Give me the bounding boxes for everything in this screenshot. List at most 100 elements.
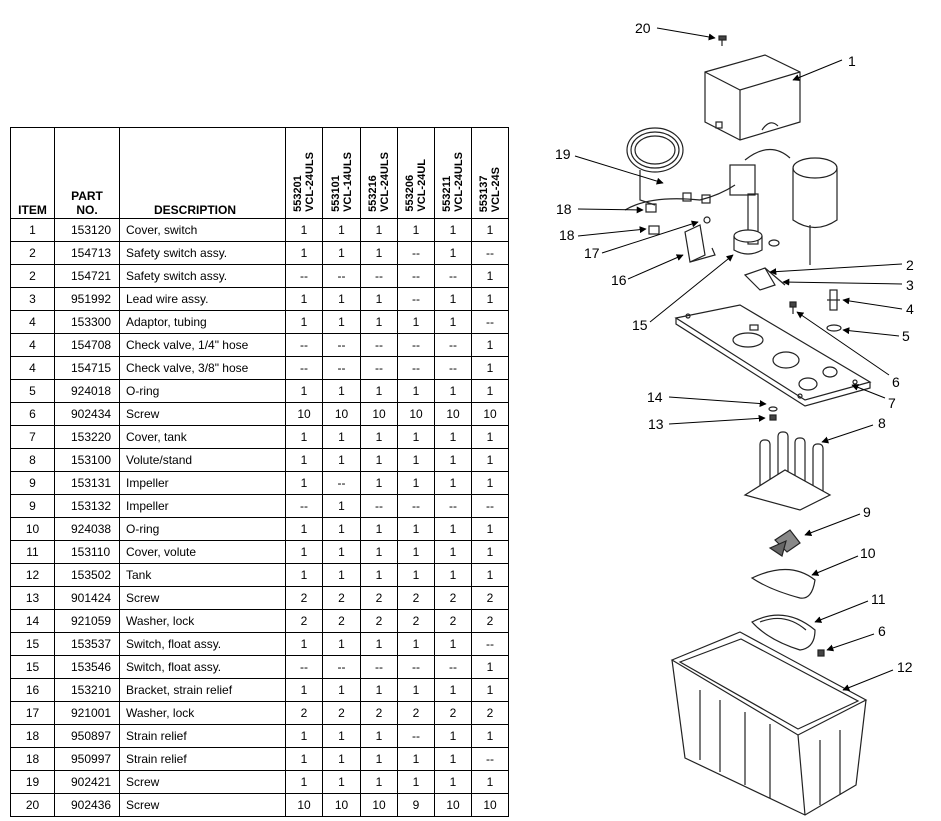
item-cell: 4 xyxy=(10,333,55,357)
quantity-cell: 1 xyxy=(360,540,398,564)
part-number-cell: 902436 xyxy=(54,793,120,817)
quantity-cell: 1 xyxy=(397,540,435,564)
quantity-cell: -- xyxy=(322,471,361,495)
part-number-cell: 153110 xyxy=(54,540,120,564)
part-number-cell: 153120 xyxy=(54,218,120,242)
quantity-cell: 1 xyxy=(434,563,472,587)
quantity-cell: 1 xyxy=(360,471,398,495)
callout-4: 4 xyxy=(906,301,914,317)
item-cell: 13 xyxy=(10,586,55,610)
quantity-cell: 9 xyxy=(397,793,435,817)
quantity-cell: 1 xyxy=(360,379,398,403)
callout-18a: 18 xyxy=(556,201,572,217)
quantity-cell: 10 xyxy=(397,402,435,426)
quantity-cell: 1 xyxy=(434,425,472,449)
description-cell: Cover, volute xyxy=(119,540,286,564)
quantity-cell: 1 xyxy=(360,747,398,771)
quantity-cell: 2 xyxy=(397,586,435,610)
item-cell: 3 xyxy=(10,287,55,311)
description-cell: Bracket, strain relief xyxy=(119,678,286,702)
item-cell: 12 xyxy=(10,563,55,587)
description-cell: Impeller xyxy=(119,494,286,518)
quantity-cell: -- xyxy=(397,287,435,311)
callout-18b: 18 xyxy=(559,227,575,243)
quantity-cell: 1 xyxy=(285,678,323,702)
quantity-cell: 1 xyxy=(322,517,361,541)
quantity-cell: 1 xyxy=(285,448,323,472)
item-cell: 5 xyxy=(10,379,55,403)
description-cell: Screw xyxy=(119,402,286,426)
quantity-cell: 1 xyxy=(434,448,472,472)
item-cell: 9 xyxy=(10,494,55,518)
quantity-cell: 1 xyxy=(322,241,361,265)
quantity-cell: 10 xyxy=(471,793,509,817)
quantity-cell: 1 xyxy=(322,747,361,771)
description-cell: Check valve, 1/4" hose xyxy=(119,333,286,357)
quantity-cell: 1 xyxy=(434,241,472,265)
quantity-cell: 1 xyxy=(360,425,398,449)
quantity-cell: -- xyxy=(322,356,361,380)
quantity-cell: 1 xyxy=(397,379,435,403)
quantity-cell: 1 xyxy=(471,517,509,541)
quantity-cell: 2 xyxy=(397,609,435,633)
quantity-cell: 2 xyxy=(285,586,323,610)
description-cell: Adaptor, tubing xyxy=(119,310,286,334)
quantity-cell: -- xyxy=(434,356,472,380)
quantity-cell: 1 xyxy=(360,724,398,748)
header-item: ITEM xyxy=(10,127,55,219)
quantity-cell: 1 xyxy=(285,218,323,242)
quantity-cell: 1 xyxy=(397,678,435,702)
description-cell: Cover, switch xyxy=(119,218,286,242)
quantity-cell: 2 xyxy=(471,609,509,633)
quantity-cell: 1 xyxy=(322,379,361,403)
quantity-cell: 1 xyxy=(285,425,323,449)
quantity-cell: 1 xyxy=(434,218,472,242)
quantity-cell: 1 xyxy=(434,287,472,311)
callout-19: 19 xyxy=(555,146,571,162)
item-cell: 1 xyxy=(10,218,55,242)
quantity-cell: -- xyxy=(471,241,509,265)
quantity-cell: 1 xyxy=(471,471,509,495)
callout-6: 6 xyxy=(892,374,900,390)
description-cell: Safety switch assy. xyxy=(119,264,286,288)
part-number-cell: 924018 xyxy=(54,379,120,403)
part-16-bracket xyxy=(684,224,716,263)
part-20-screw xyxy=(718,35,727,46)
part-number-cell: 901424 xyxy=(54,586,120,610)
quantity-cell: 2 xyxy=(360,701,398,725)
callout-2: 2 xyxy=(906,257,914,273)
quantity-cell: 1 xyxy=(434,310,472,334)
quantity-cell: 1 xyxy=(471,425,509,449)
part-number-cell: 902434 xyxy=(54,402,120,426)
callout-10: 10 xyxy=(860,545,876,561)
quantity-cell: 2 xyxy=(322,609,361,633)
item-cell: 20 xyxy=(10,793,55,817)
quantity-cell: 1 xyxy=(360,678,398,702)
quantity-cell: 1 xyxy=(471,655,509,679)
callout-11: 11 xyxy=(871,591,886,607)
callout-6b: 6 xyxy=(878,623,886,639)
quantity-cell: -- xyxy=(434,655,472,679)
quantity-cell: 1 xyxy=(471,540,509,564)
description-cell: Switch, float assy. xyxy=(119,632,286,656)
description-cell: Screw xyxy=(119,793,286,817)
quantity-cell: 1 xyxy=(285,747,323,771)
quantity-cell: -- xyxy=(360,494,398,518)
item-cell: 6 xyxy=(10,402,55,426)
part-9-impeller xyxy=(768,529,801,557)
quantity-cell: 2 xyxy=(360,586,398,610)
quantity-cell: 1 xyxy=(471,333,509,357)
quantity-cell: 1 xyxy=(360,563,398,587)
quantity-cell: 2 xyxy=(471,701,509,725)
quantity-cell: -- xyxy=(397,356,435,380)
quantity-cell: -- xyxy=(397,333,435,357)
quantity-cell: 1 xyxy=(397,770,435,794)
part-number-cell: 153502 xyxy=(54,563,120,587)
part-number-cell: 921001 xyxy=(54,701,120,725)
quantity-cell: 1 xyxy=(285,471,323,495)
